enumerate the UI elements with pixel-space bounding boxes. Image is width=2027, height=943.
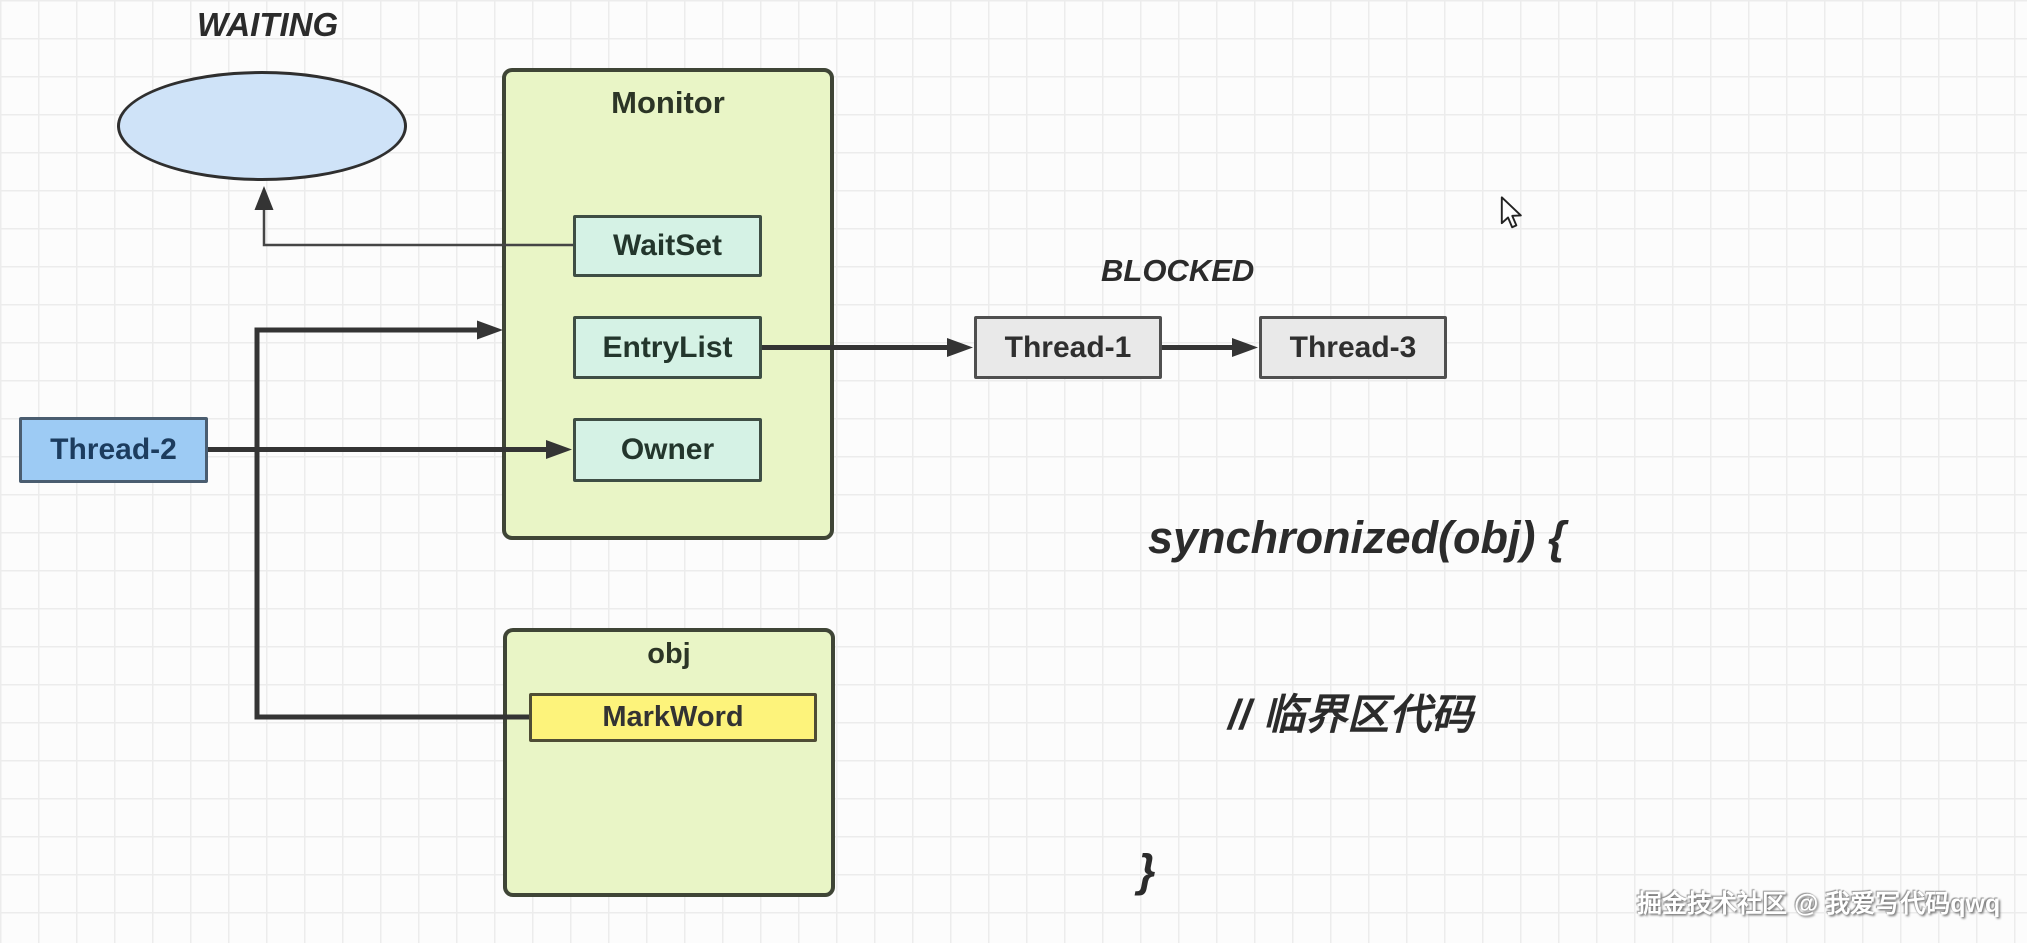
monitor-title: Monitor (611, 85, 725, 120)
markword-box[interactable]: MarkWord (529, 693, 817, 742)
markword-label: MarkWord (602, 701, 744, 733)
owner-label: Owner (620, 433, 715, 466)
connector-thread1-to-thread3 (1162, 338, 1258, 357)
thread-3-label: Thread-3 (1289, 330, 1417, 364)
code-critical-section-comment: // 临界区代码 (1228, 691, 1474, 738)
code-synchronized-line: synchronized(obj) { (1148, 512, 1566, 563)
obj-title: obj (647, 638, 691, 670)
owner-box[interactable]: Owner (573, 418, 762, 482)
thread-1-label: Thread-1 (1004, 330, 1132, 364)
code-closing-brace: } (1138, 845, 1156, 896)
watermark: 掘金技术社区 @ 我爱写代码qwq (1637, 890, 2001, 918)
waiting-label: WAITING (197, 6, 339, 43)
thread-1-box[interactable]: Thread-1 (974, 316, 1162, 379)
thread-2-label: Thread-2 (50, 433, 177, 466)
entrylist-box[interactable]: EntryList (573, 316, 762, 379)
thread-3-box[interactable]: Thread-3 (1259, 316, 1447, 379)
mouse-cursor-icon (1500, 196, 1522, 229)
waiting-ellipse[interactable] (117, 71, 407, 181)
thread-2-box[interactable]: Thread-2 (19, 417, 208, 483)
waitset-box[interactable]: WaitSet (573, 215, 762, 277)
entrylist-label: EntryList (602, 330, 733, 364)
connector-trunk-to-entrylist (255, 320, 503, 340)
obj-box[interactable]: obj (503, 628, 835, 897)
waitset-label: WaitSet (613, 229, 722, 262)
blocked-label: BLOCKED (1101, 253, 1255, 288)
